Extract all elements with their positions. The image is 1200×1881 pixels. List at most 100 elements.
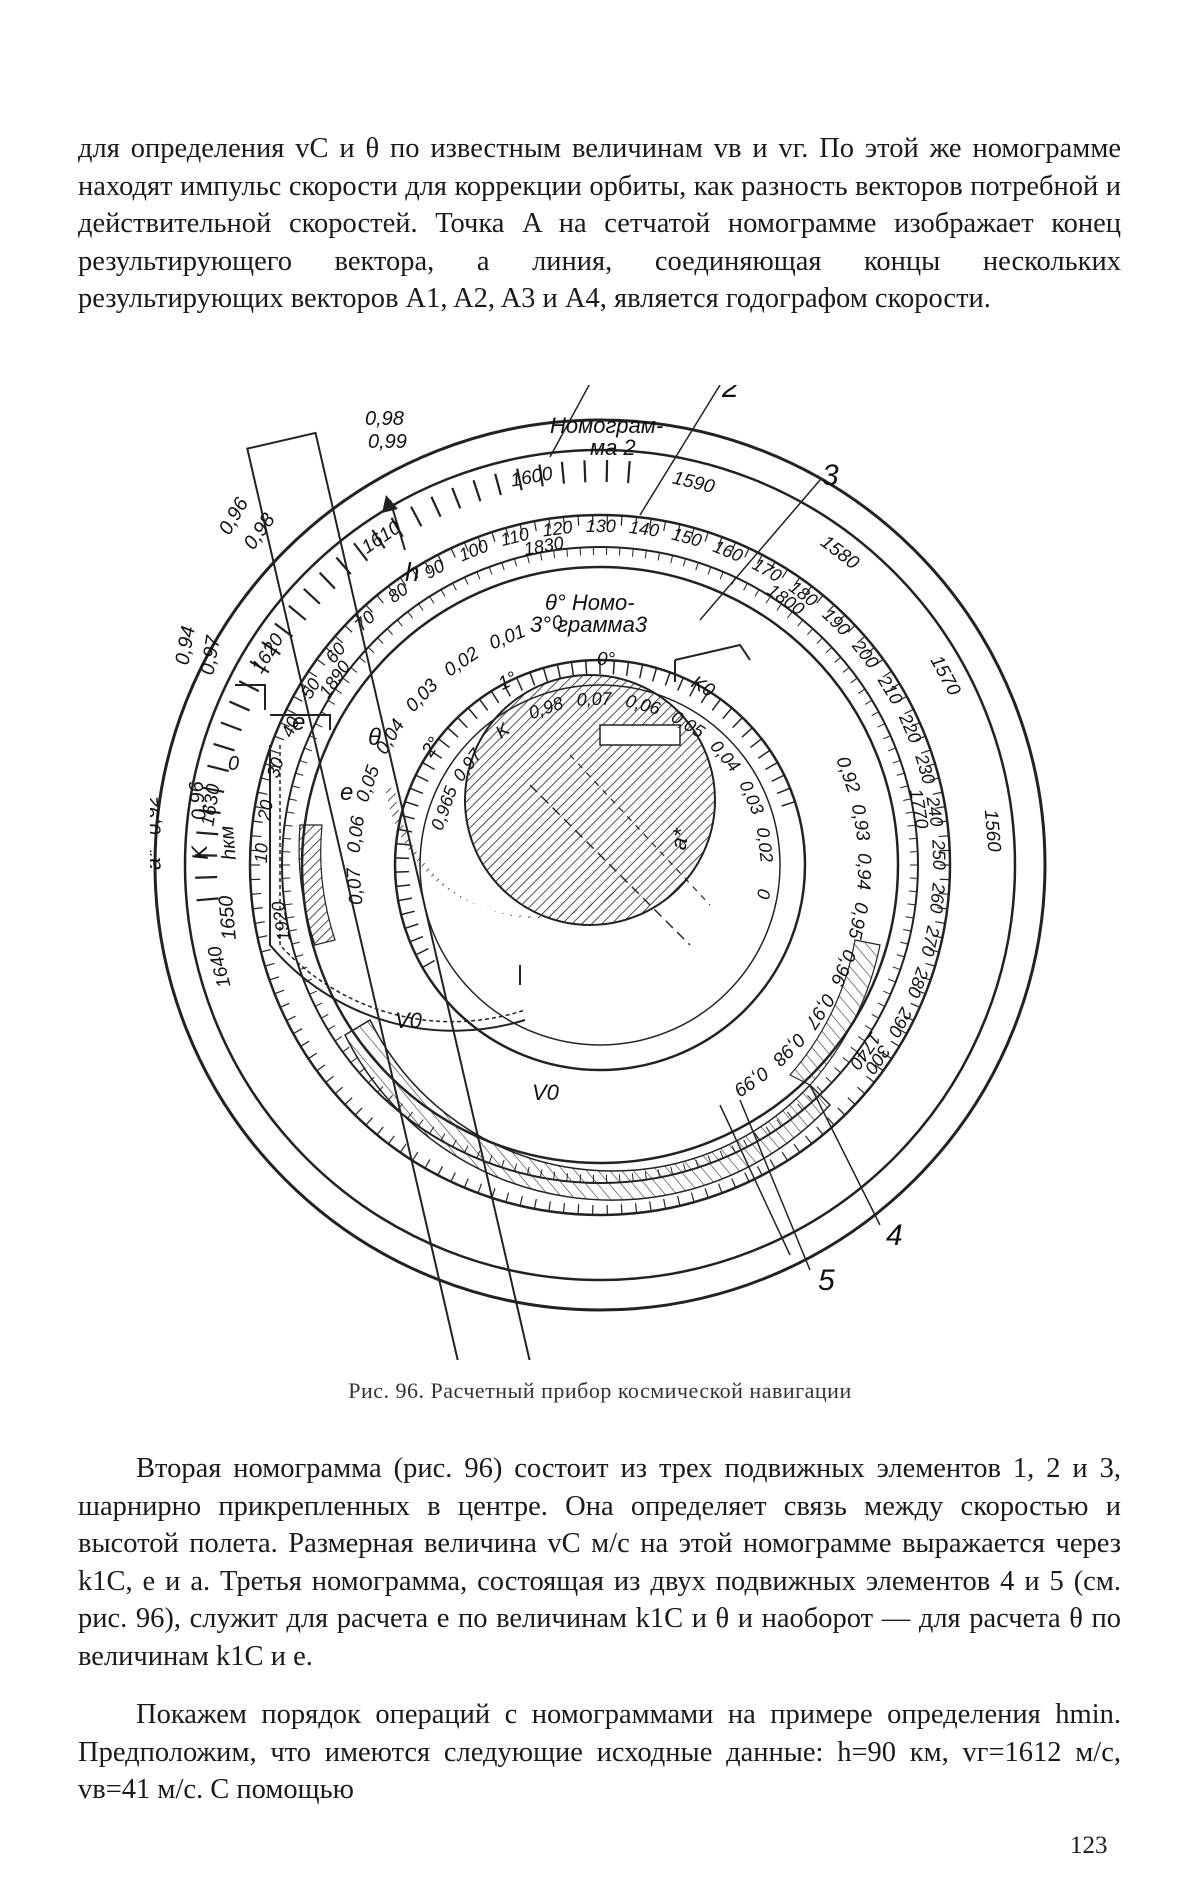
inner-scale-label: 0,965 xyxy=(427,783,462,833)
tick-mark xyxy=(478,698,489,711)
tick-mark xyxy=(634,1203,638,1214)
tick-mark xyxy=(787,611,793,619)
tick-mark xyxy=(283,890,292,893)
tick-mark xyxy=(437,738,450,748)
tick-mark xyxy=(407,611,413,619)
tick-mark xyxy=(929,777,940,782)
tick-mark xyxy=(300,1040,310,1047)
tick-mark xyxy=(344,1097,353,1106)
tick-mark xyxy=(717,536,723,547)
tick-mark xyxy=(677,524,681,535)
tick-mark xyxy=(386,1095,393,1102)
h-band-left xyxy=(298,824,336,946)
tick-mark xyxy=(451,487,462,509)
tick-mark xyxy=(519,524,523,535)
tick-mark xyxy=(816,1086,823,1093)
tick-mark xyxy=(769,1159,776,1169)
tick-mark xyxy=(882,990,891,995)
tick-mark xyxy=(850,677,858,684)
tick-mark xyxy=(689,683,697,697)
tick-mark xyxy=(700,690,710,704)
tick-mark xyxy=(488,1155,493,1164)
h-scale-label: 10 xyxy=(251,843,272,864)
tick-mark xyxy=(367,646,375,654)
tick-mark xyxy=(354,1107,363,1116)
tick-mark xyxy=(612,660,616,675)
tick-mark xyxy=(695,1159,699,1168)
tick-mark xyxy=(404,800,419,807)
tick-mark xyxy=(514,558,518,567)
tick-mark xyxy=(929,948,940,953)
tick-mark xyxy=(325,647,334,655)
tick-mark xyxy=(387,1135,395,1145)
tick-mark xyxy=(638,664,644,679)
tick-mark xyxy=(732,717,743,729)
tick-mark xyxy=(411,569,419,579)
tick-mark xyxy=(533,1198,537,1209)
outer-scale-k-label: K xyxy=(187,843,213,861)
outer-disk xyxy=(153,418,1047,1312)
tick-mark xyxy=(260,948,271,953)
tick-mark xyxy=(892,759,901,764)
nomogram2-label-1: Номограм- xyxy=(550,413,663,438)
tick-mark xyxy=(704,531,709,542)
tick-mark xyxy=(937,907,948,910)
tick-mark xyxy=(334,1086,344,1095)
tick-mark xyxy=(249,660,270,674)
tick-mark xyxy=(350,667,358,673)
tick-mark xyxy=(430,496,442,518)
tick-mark xyxy=(220,721,242,732)
tick-mark xyxy=(908,837,917,840)
tick-mark xyxy=(476,1150,481,1159)
tick-mark xyxy=(308,670,318,678)
tick-mark xyxy=(269,976,280,981)
tick-mark xyxy=(566,1173,569,1182)
tick-mark xyxy=(488,566,493,575)
tick-mark xyxy=(196,897,219,902)
tick-mark xyxy=(807,628,814,635)
tick-mark xyxy=(797,1103,804,1111)
tick-mark xyxy=(756,1166,763,1176)
tick-mark xyxy=(397,897,413,902)
tick-mark xyxy=(295,954,304,958)
tick-mark xyxy=(566,548,569,557)
tick-mark xyxy=(905,916,914,919)
velocity-inner-label: 1770 xyxy=(906,787,933,830)
tick-mark xyxy=(842,667,850,673)
tick-mark xyxy=(827,604,835,613)
tick-mark xyxy=(743,582,748,591)
tick-mark xyxy=(252,820,263,823)
callout-3: 3 xyxy=(822,459,839,492)
tick-mark xyxy=(711,698,722,711)
tick-mark xyxy=(570,661,575,676)
e-label: e xyxy=(292,709,305,736)
tick-mark xyxy=(842,1057,850,1063)
tick-mark xyxy=(856,635,866,644)
tick-mark xyxy=(584,660,588,675)
tick-mark xyxy=(905,811,914,814)
tick-mark xyxy=(409,935,424,943)
tick-mark xyxy=(514,1163,518,1172)
tick-mark xyxy=(314,1002,323,1007)
e-scale-label: 0,03 xyxy=(402,675,443,717)
tick-mark xyxy=(505,1192,510,1203)
inner-scale-label: 0,07 xyxy=(576,688,613,709)
tick-mark xyxy=(529,672,536,686)
tick-mark xyxy=(625,661,630,676)
h-scale-label: 260 xyxy=(926,881,949,914)
e-scale-label: 0,02 xyxy=(441,643,484,681)
tick-mark xyxy=(358,656,366,663)
tick-mark xyxy=(288,928,297,932)
inner-scale-label: 0 xyxy=(753,887,774,900)
tick-mark xyxy=(935,806,946,809)
tick-mark xyxy=(321,1013,329,1019)
outer-scale-label: 0,99 xyxy=(368,431,407,453)
tick-mark xyxy=(463,542,469,552)
navigation-nomogram-figure: 1 2 3 4 5 Номограм- ма 2 θ° Номо- 3° гра… xyxy=(150,385,1047,1360)
tick-mark xyxy=(418,1119,424,1127)
tick-mark xyxy=(334,1036,343,1042)
tick-mark xyxy=(825,646,833,654)
tick-mark xyxy=(793,1143,801,1153)
tick-mark xyxy=(286,916,295,919)
tick-mark xyxy=(560,461,566,484)
